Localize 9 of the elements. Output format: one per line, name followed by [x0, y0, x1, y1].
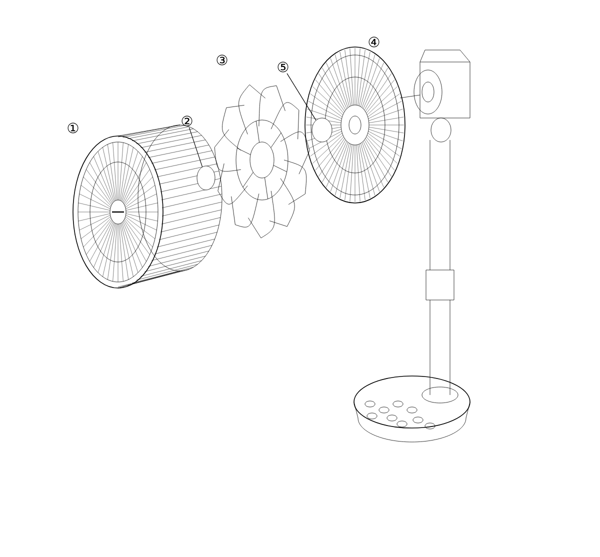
spinner-cap	[196, 166, 216, 190]
callout-number: ①	[68, 122, 78, 134]
callout-number: ③	[216, 54, 228, 66]
callout-number: ④	[368, 36, 380, 48]
nut-ring	[312, 118, 332, 142]
leader-line	[286, 73, 316, 120]
callout-number: ⑤	[278, 62, 288, 72]
callout-number: ②	[182, 116, 192, 126]
leader-line	[188, 127, 203, 168]
